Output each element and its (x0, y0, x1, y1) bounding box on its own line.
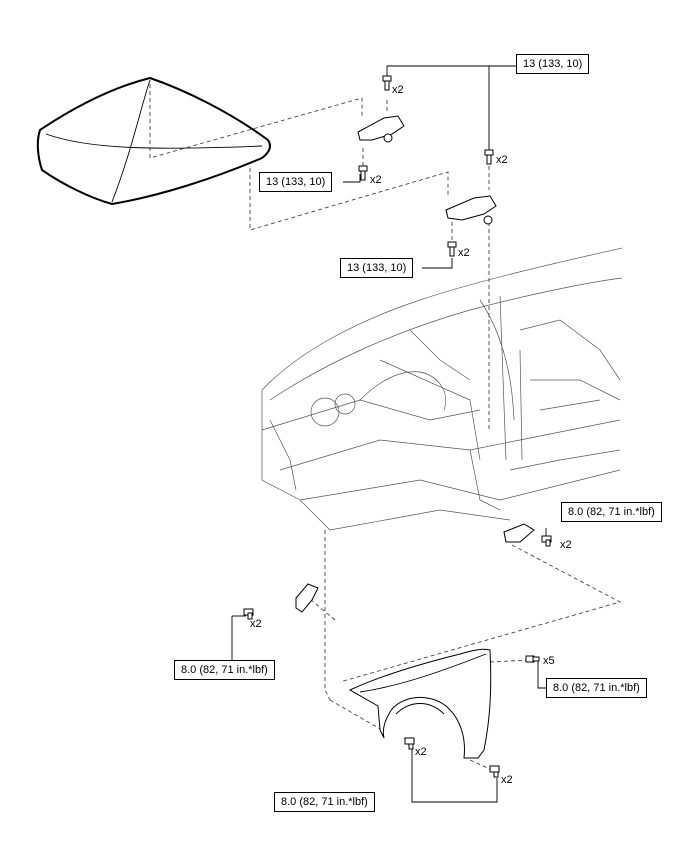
callout-hinge-upper-torque: 13 (133, 10) (516, 54, 590, 74)
qty-hinge-lower-bolt: x2 (458, 247, 470, 259)
callout-leaders (231, 65, 547, 803)
callout-fender-top-torque: 8.0 (82, 71 in.*lbf) (546, 678, 647, 698)
callout-hinge-lower-torque: 13 (133, 10) (340, 258, 414, 278)
vehicle-body-structure (261, 247, 623, 531)
qty-hinge-top-bolt: x2 (392, 84, 404, 96)
bolt-bracket-left (243, 608, 254, 620)
bolt-fender-lower-left (404, 737, 415, 750)
bolt-bracket-right (541, 535, 552, 547)
fender-bracket-right (503, 523, 535, 543)
bolt-fender-top (525, 655, 540, 663)
qty-fender-lower-right-bolt: x2 (501, 774, 513, 786)
qty-hinge-right-bolt: x2 (496, 154, 508, 166)
reference-lines (149, 84, 622, 771)
callout-hinge-left-torque: 13 (133, 10) (259, 172, 333, 192)
qty-bracket-right-bolt: x2 (560, 539, 572, 551)
callout-bracket-left-torque: 8.0 (82, 71 in.*lbf) (174, 660, 275, 680)
hood-hinge-lower (445, 195, 497, 225)
bolt-hinge-lower (447, 241, 457, 257)
callout-bracket-right-torque: 8.0 (82, 71 in.*lbf) (561, 502, 662, 522)
bolt-hinge-right (484, 149, 494, 165)
hood-hinge-upper (357, 115, 405, 143)
bolt-hinge-left (358, 165, 368, 181)
bolt-hinge-top (382, 75, 392, 91)
qty-bracket-left-bolt: x2 (250, 618, 262, 630)
qty-fender-lower-left-bolt: x2 (415, 746, 427, 758)
qty-hinge-left-bolt: x2 (370, 174, 382, 186)
qty-fender-top-bolt: x5 (543, 655, 555, 667)
fender-bracket-left (295, 583, 319, 613)
callout-fender-bottom-torque: 8.0 (82, 71 in.*lbf) (274, 792, 375, 812)
hood-panel (36, 76, 271, 206)
front-fender (348, 648, 492, 759)
bolt-fender-lower-right (489, 765, 500, 778)
